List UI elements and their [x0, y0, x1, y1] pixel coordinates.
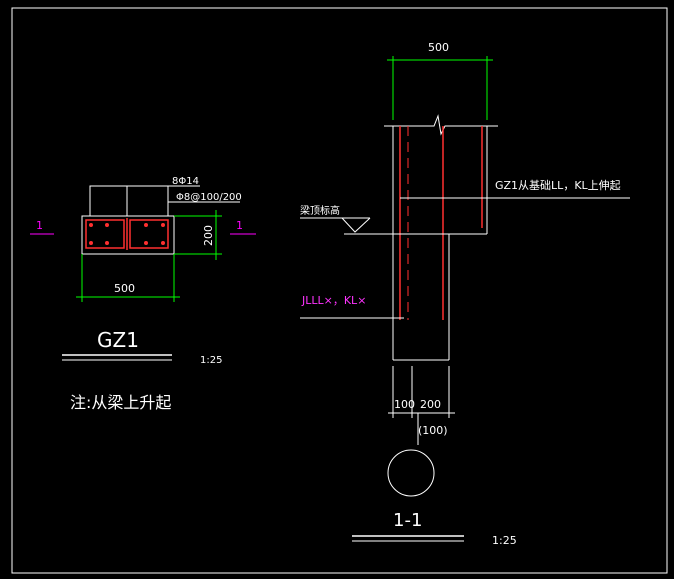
break-line: [384, 114, 498, 136]
section-mark-right: 1: [236, 219, 243, 232]
rebar-main-label: 8Φ14: [172, 176, 199, 187]
elevation-triangle: [341, 217, 371, 233]
beam-label: JLLL×，KL×: [301, 294, 366, 307]
section-title: 1-1: [393, 510, 422, 531]
detail-note: 注:从梁上升起: [70, 393, 171, 412]
detail-scale: 1:25: [200, 355, 222, 366]
rebar-dots: [89, 223, 165, 245]
left-detail: 8Φ14 Φ8@100/200 1 1 200 500 GZ1 1:25 注:从…: [30, 176, 256, 412]
right-detail: 500 GZ1从基础LL，KL上伸起 梁顶标高 JLLL×，KL× 100: [300, 41, 630, 547]
section-scale: 1:25: [492, 534, 517, 547]
stirrup-right: [129, 219, 169, 249]
beam-section-outline: [81, 215, 175, 255]
bottom-dim-bracket: (100): [418, 424, 448, 437]
width-dim-text: 500: [114, 282, 135, 295]
bottom-dim-right: 200: [420, 398, 441, 411]
section-mark-left: 1: [36, 219, 43, 232]
detail-title: GZ1: [97, 328, 139, 352]
top-dim-text: 500: [428, 41, 449, 54]
bottom-dim-left: 100: [394, 398, 415, 411]
section-circle: [387, 449, 435, 497]
stirrup-label: Φ8@100/200: [176, 192, 242, 203]
column-note: GZ1从基础LL，KL上伸起: [495, 179, 621, 192]
drawing-frame: [11, 7, 668, 574]
stirrup-left: [85, 219, 125, 249]
beam-top-label: 梁顶标高: [300, 204, 340, 217]
height-dim-text: 200: [202, 225, 215, 246]
column-outline: [89, 185, 169, 217]
